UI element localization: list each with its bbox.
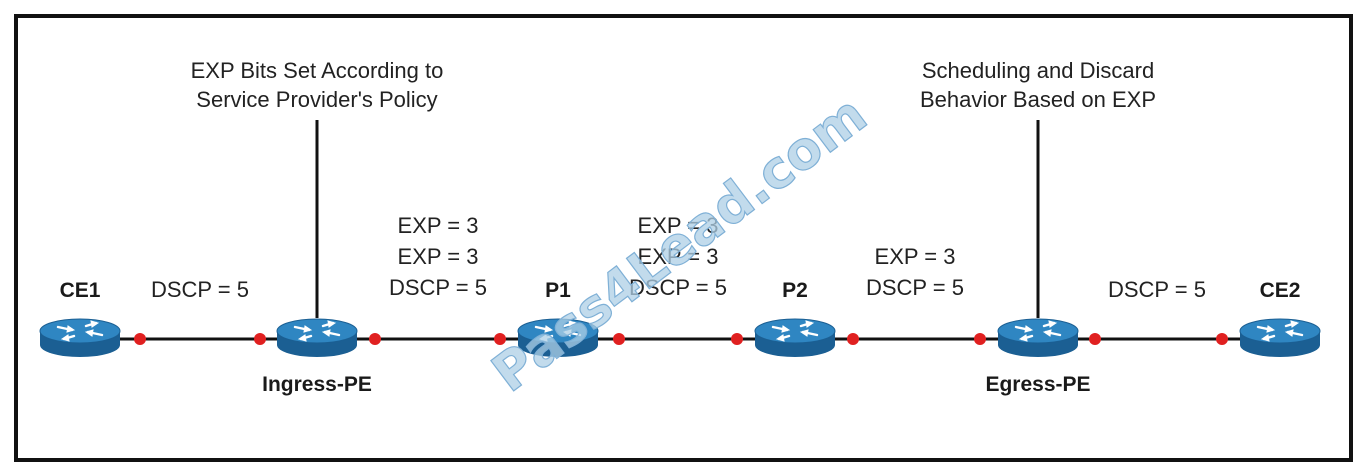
node-label-ce1: CE1 (60, 279, 101, 302)
link-dot (134, 333, 146, 345)
watermark-logo: Pass4Lead.com (482, 85, 878, 404)
link-label-p1-p2-exp-inner: EXP = 3 (638, 244, 719, 269)
link-label-egress-ce2: DSCP = 5 (1108, 277, 1206, 302)
link-label-p2-egress-exp: EXP = 3 (875, 244, 956, 269)
router-icon (996, 317, 1080, 359)
link-endpoint-dots (134, 333, 1228, 345)
egress-annotation-line1: Scheduling and Discard (922, 58, 1154, 83)
link-dot (254, 333, 266, 345)
link-dot (494, 333, 506, 345)
link-label-p1-p2-exp-outer: EXP = 3 (638, 213, 719, 238)
link-label-ingress-p1-exp-outer: EXP = 3 (398, 213, 479, 238)
ingress-annotation-line1: EXP Bits Set According to (191, 58, 444, 83)
link-dot (1216, 333, 1228, 345)
link-dot (613, 333, 625, 345)
router-icon (275, 317, 359, 359)
node-label-p2: P2 (782, 279, 808, 302)
node-label-egress-pe: Egress-PE (985, 373, 1090, 396)
link-dot (974, 333, 986, 345)
link-label-p2-egress-dscp: DSCP = 5 (866, 275, 964, 300)
link-dot (847, 333, 859, 345)
node-label-ce2: CE2 (1260, 279, 1301, 302)
node-label-p1: P1 (545, 279, 571, 302)
egress-annotation-line2: Behavior Based on EXP (920, 87, 1156, 112)
router-icon (753, 317, 837, 359)
router-icon (38, 317, 122, 359)
ingress-annotation-line2: Service Provider's Policy (196, 87, 437, 112)
link-dot (731, 333, 743, 345)
diagram-frame (14, 14, 1353, 462)
link-dot (369, 333, 381, 345)
link-label-ingress-p1-dscp: DSCP = 5 (389, 275, 487, 300)
link-label-p1-p2-dscp: DSCP = 5 (629, 275, 727, 300)
router-icon (1238, 317, 1322, 359)
link-dot (1089, 333, 1101, 345)
link-label-ingress-p1-exp-inner: EXP = 3 (398, 244, 479, 269)
node-label-ingress-pe: Ingress-PE (262, 373, 372, 396)
link-label-ce1-ingress: DSCP = 5 (151, 277, 249, 302)
